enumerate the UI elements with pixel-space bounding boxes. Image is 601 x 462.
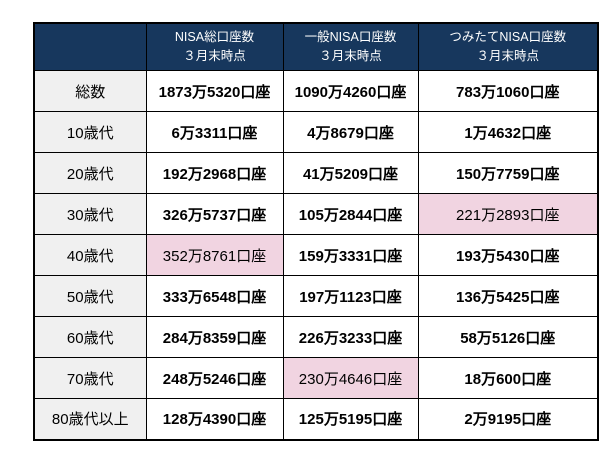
data-cell: 248万5246口座 (145, 357, 284, 399)
data-cell: 125万5195口座 (282, 398, 419, 440)
data-cell: 352万8761口座 (145, 234, 284, 276)
column-subtitle: ３月末時点 (319, 49, 382, 63)
row-label: 50歳代 (33, 275, 147, 317)
data-cell: 128万4390口座 (145, 398, 284, 440)
table-row-30s: 30歳代 326万5737口座 105万2844口座 221万2893口座 (33, 193, 599, 235)
table-row-40s: 40歳代 352万8761口座 159万3331口座 193万5430口座 (33, 234, 599, 276)
column-header-nisa-total: NISA総口座数 ３月末時点 (145, 22, 284, 71)
data-cell: 1873万5320口座 (145, 70, 284, 112)
row-label: 60歳代 (33, 316, 147, 358)
row-label: 総数 (33, 70, 147, 112)
nisa-accounts-table-wrap: NISA総口座数 ３月末時点 一般NISA口座数 ３月末時点 つみたてNISA口… (33, 22, 599, 441)
header-corner (33, 22, 147, 71)
data-cell: 41万5209口座 (282, 152, 419, 194)
data-cell: 150万7759口座 (417, 152, 599, 194)
data-cell: 58万5126口座 (417, 316, 599, 358)
column-title: NISA総口座数 (174, 29, 255, 44)
row-label: 20歳代 (33, 152, 147, 194)
data-cell: 221万2893口座 (417, 193, 599, 235)
column-subtitle: ３月末時点 (183, 49, 246, 63)
data-cell: 226万3233口座 (282, 316, 419, 358)
data-cell: 136万5425口座 (417, 275, 599, 317)
data-cell: 2万9195口座 (417, 398, 599, 440)
table-row-60s: 60歳代 284万8359口座 226万3233口座 58万5126口座 (33, 316, 599, 358)
data-cell: 105万2844口座 (282, 193, 419, 235)
data-cell: 193万5430口座 (417, 234, 599, 276)
data-cell: 333万6548口座 (145, 275, 284, 317)
row-label: 40歳代 (33, 234, 147, 276)
column-title: 一般NISA口座数 (304, 29, 397, 44)
data-cell: 1090万4260口座 (282, 70, 419, 112)
column-title: つみたてNISA口座数 (449, 29, 567, 44)
table-row-50s: 50歳代 333万6548口座 197万1123口座 136万5425口座 (33, 275, 599, 317)
table-row-80s-plus: 80歳代以上 128万4390口座 125万5195口座 2万9195口座 (33, 398, 599, 440)
row-label: 70歳代 (33, 357, 147, 399)
data-cell: 18万600口座 (417, 357, 599, 399)
header-row: NISA総口座数 ３月末時点 一般NISA口座数 ３月末時点 つみたてNISA口… (33, 22, 599, 71)
table-row-total: 総数 1873万5320口座 1090万4260口座 783万1060口座 (33, 70, 599, 112)
column-header-tsumitate-nisa: つみたてNISA口座数 ３月末時点 (417, 22, 599, 71)
data-cell: 197万1123口座 (282, 275, 419, 317)
data-cell: 4万8679口座 (282, 111, 419, 153)
table-row-20s: 20歳代 192万2968口座 41万5209口座 150万7759口座 (33, 152, 599, 194)
data-cell: 326万5737口座 (145, 193, 284, 235)
row-label: 10歳代 (33, 111, 147, 153)
data-cell: 192万2968口座 (145, 152, 284, 194)
nisa-accounts-table: NISA総口座数 ３月末時点 一般NISA口座数 ３月末時点 つみたてNISA口… (33, 22, 599, 441)
table-row-70s: 70歳代 248万5246口座 230万4646口座 18万600口座 (33, 357, 599, 399)
data-cell: 783万1060口座 (417, 70, 599, 112)
data-cell: 284万8359口座 (145, 316, 284, 358)
table-row-10s: 10歳代 6万3311口座 4万8679口座 1万4632口座 (33, 111, 599, 153)
data-cell: 6万3311口座 (145, 111, 284, 153)
row-label: 30歳代 (33, 193, 147, 235)
data-cell: 159万3331口座 (282, 234, 419, 276)
row-label: 80歳代以上 (33, 398, 147, 440)
data-cell: 230万4646口座 (282, 357, 419, 399)
column-subtitle: ３月末時点 (476, 49, 539, 63)
data-cell: 1万4632口座 (417, 111, 599, 153)
column-header-general-nisa: 一般NISA口座数 ３月末時点 (282, 22, 419, 71)
